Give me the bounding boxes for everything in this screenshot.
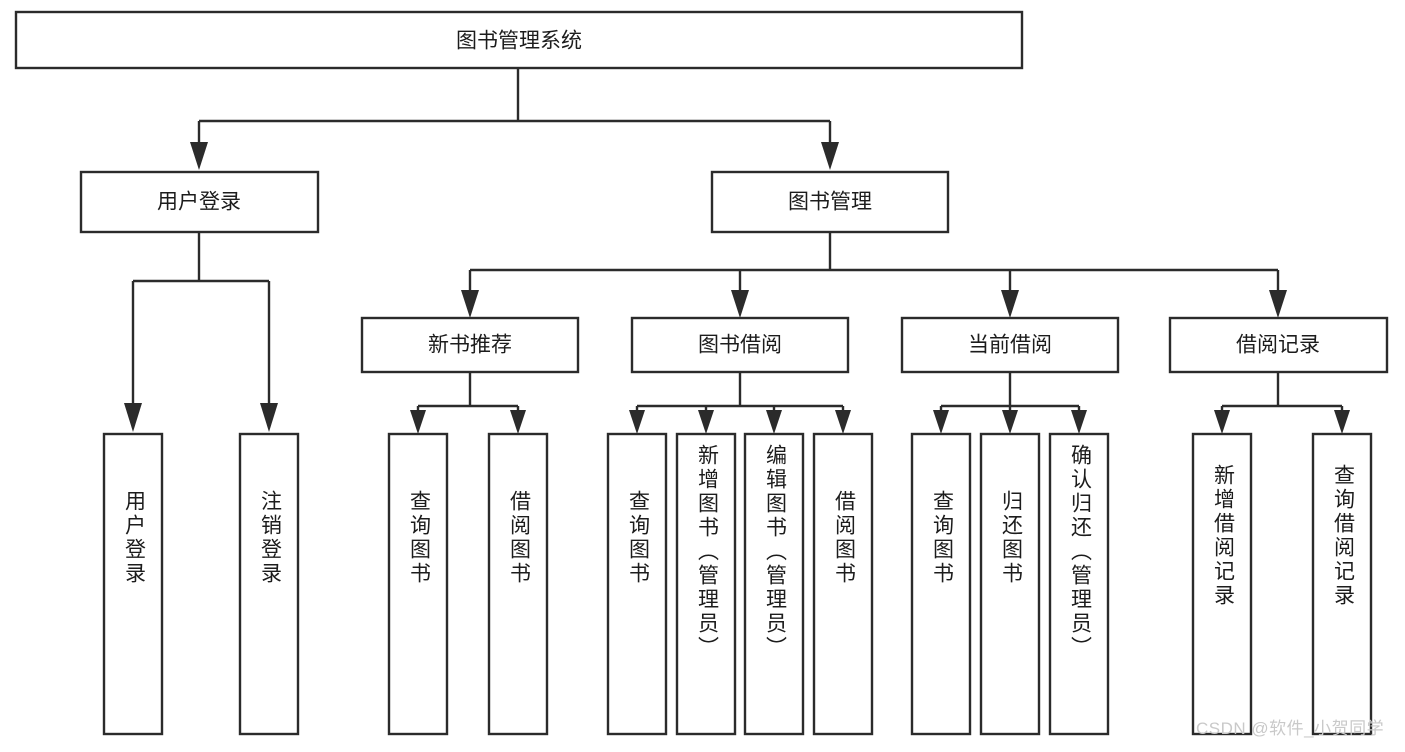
leaf-box-bb-2[interactable] xyxy=(675,432,737,736)
arrowhead-newbookrec xyxy=(461,290,479,318)
leaf-label-bb-2: 新增图书（管理员） xyxy=(695,444,719,660)
connector-group xyxy=(124,68,1350,434)
arrowhead-logout-leaf xyxy=(260,403,278,432)
arrowhead-bb-leaf-2 xyxy=(698,410,714,434)
arrowhead-userlogin xyxy=(190,142,208,170)
arrowhead-br-leaf-1 xyxy=(1214,410,1230,434)
leaf-box-nbr-1[interactable] xyxy=(387,432,449,736)
arrowhead-cb-leaf-3 xyxy=(1071,410,1087,434)
node-user-login-label: 用户登录 xyxy=(157,191,241,214)
node-book-borrow[interactable] xyxy=(630,316,850,374)
arrowhead-currentborrow xyxy=(1001,290,1019,318)
leaf-label-wrap-bb-1: 查询图书 xyxy=(608,434,666,734)
leaf-box-cb-3[interactable] xyxy=(1048,432,1110,736)
leaf-box-nbr-2[interactable] xyxy=(487,432,549,736)
leaf-box-br-2[interactable] xyxy=(1311,432,1373,736)
leaf-label-user-login-1: 用户登录 xyxy=(122,490,146,586)
leaf-label-wrap-bb-3: 编辑图书（管理员） xyxy=(745,434,803,734)
node-book-borrow-label: 图书借阅 xyxy=(698,334,782,357)
leaf-box-cb-2[interactable] xyxy=(979,432,1041,736)
leaf-label-br-2: 查询借阅记录 xyxy=(1331,464,1355,608)
leaf-label-br-1: 新增借阅记录 xyxy=(1211,464,1235,608)
leaf-label-wrap-nbr-2: 借阅图书 xyxy=(489,434,547,734)
leaf-label-nbr-2: 借阅图书 xyxy=(507,490,531,586)
leaf-box-br-1[interactable] xyxy=(1191,432,1253,736)
arrowhead-user-login-leaf xyxy=(124,403,142,432)
leaf-label-wrap-bb-2: 新增图书（管理员） xyxy=(677,434,735,734)
arrowhead-nbr-leaf-1 xyxy=(410,410,426,434)
leaf-label-wrap-user-login-2: 注销登录 xyxy=(240,434,298,734)
arrowhead-nbr-leaf-2 xyxy=(510,410,526,434)
leaf-label-cb-3: 确认归还（管理员） xyxy=(1068,444,1092,660)
leaf-label-bb-3: 编辑图书（管理员） xyxy=(763,444,787,660)
horizontal-label-group: 图书管理系统 用户登录 图书管理 新书推荐 图书借阅 当前借阅 借阅记录 xyxy=(157,30,1320,357)
leaf-box-cb-1[interactable] xyxy=(910,432,972,736)
node-book-manage[interactable] xyxy=(710,170,950,234)
node-user-login[interactable] xyxy=(79,170,320,234)
leaf-box-user-login-2[interactable] xyxy=(238,432,300,736)
leaf-label-bb-4: 借阅图书 xyxy=(832,490,856,586)
leaf-label-user-login-2: 注销登录 xyxy=(258,490,282,586)
node-new-book-rec[interactable] xyxy=(360,316,580,374)
leaf-box-user-login-1[interactable] xyxy=(102,432,164,736)
node-current-borrow[interactable] xyxy=(900,316,1120,374)
leaf-label-wrap-cb-2: 归还图书 xyxy=(981,434,1039,734)
leaf-label-cb-1: 查询图书 xyxy=(930,490,954,586)
node-root[interactable] xyxy=(14,10,1024,70)
arrowhead-bookmanage xyxy=(821,142,839,170)
leaf-label-wrap-user-login-1: 用户登录 xyxy=(104,434,162,734)
leaf-label-wrap-cb-1: 查询图书 xyxy=(912,434,970,734)
arrowhead-bb-leaf-3 xyxy=(766,410,782,434)
arrowhead-cb-leaf-2 xyxy=(1002,410,1018,434)
leaf-label-bb-1: 查询图书 xyxy=(626,490,650,586)
node-root-label: 图书管理系统 xyxy=(456,30,582,53)
node-current-borrow-label: 当前借阅 xyxy=(968,334,1052,357)
arrowhead-bookborrow xyxy=(731,290,749,318)
arrowhead-borrowrecord xyxy=(1269,290,1287,318)
leaf-label-wrap-nbr-1: 查询图书 xyxy=(389,434,447,734)
node-borrow-record-label: 借阅记录 xyxy=(1236,334,1320,357)
node-borrow-record[interactable] xyxy=(1168,316,1389,374)
arrowhead-cb-leaf-1 xyxy=(933,410,949,434)
leaf-box-bb-3[interactable] xyxy=(743,432,805,736)
arrowhead-bb-leaf-4 xyxy=(835,410,851,434)
leaf-label-wrap-br-2: 查询借阅记录 xyxy=(1313,434,1371,734)
leaf-label-wrap-bb-4: 借阅图书 xyxy=(814,434,872,734)
node-new-book-rec-label: 新书推荐 xyxy=(428,334,512,357)
node-box-group xyxy=(14,10,1389,736)
arrowhead-bb-leaf-1 xyxy=(629,410,645,434)
leaf-box-bb-4[interactable] xyxy=(812,432,874,736)
arrowhead-br-leaf-2 xyxy=(1334,410,1350,434)
leaf-label-cb-2: 归还图书 xyxy=(999,490,1023,586)
leaf-box-bb-1[interactable] xyxy=(606,432,668,736)
node-book-manage-label: 图书管理 xyxy=(788,191,872,214)
leaf-label-wrap-cb-3: 确认归还（管理员） xyxy=(1050,434,1108,734)
leaf-label-wrap-br-1: 新增借阅记录 xyxy=(1193,434,1251,734)
leaf-label-nbr-1: 查询图书 xyxy=(407,490,431,586)
